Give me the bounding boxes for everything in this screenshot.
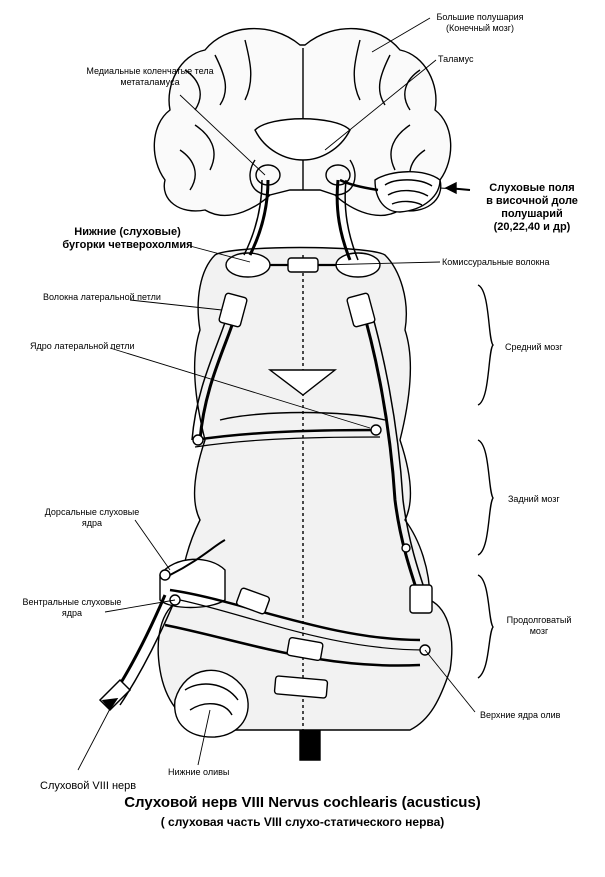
- label-inferior-colliculi: Нижние (слуховые) бугорки четверохолмия: [45, 226, 210, 252]
- label-nerve: Слуховой VIII нерв: [40, 780, 137, 792]
- label-hindbrain: Задний мозг: [508, 494, 560, 504]
- leader-lateral-lemniscus-fibers: [129, 299, 223, 311]
- label-dorsal-nuclei-line1: Дорсальные слуховые: [44, 507, 140, 517]
- leader-nerve: [77, 704, 113, 771]
- leader-hemispheres: [371, 17, 431, 53]
- bracket-midbrain: [477, 284, 494, 406]
- figure-subtitle: ( слуховая часть VIII слухо-статического…: [160, 815, 445, 829]
- label-inferior-colliculi-line1: Нижние (слуховые): [74, 226, 181, 238]
- label-dorsal-nuclei: Дорсальные слуховые ядра: [36, 507, 148, 529]
- label-lateral-lemniscus-nucleus: Ядро латеральной петли: [30, 341, 135, 351]
- leader-ventral-nuclei: [104, 599, 176, 613]
- bracket-medulla: [477, 574, 494, 679]
- label-ventral-nuclei-line1: Вентральные слуховые: [22, 597, 122, 607]
- label-medial-geniculate: Медиальные коленчатые тела метаталамуса: [60, 66, 240, 88]
- label-thalamus: Таламус: [438, 54, 474, 64]
- label-midbrain: Средний мозг: [505, 342, 563, 352]
- leader-superior-olive: [424, 649, 476, 713]
- leader-medial-geniculate: [179, 94, 266, 176]
- label-superior-olive: Верхние ядра олив: [480, 710, 561, 720]
- leader-inferior-colliculi: [189, 245, 251, 263]
- bracket-hindbrain: [477, 439, 494, 556]
- label-medial-geniculate-line1: Медиальные коленчатые тела: [86, 66, 214, 76]
- leader-commissural: [317, 261, 441, 266]
- label-dorsal-nuclei-line2: ядра: [81, 518, 103, 528]
- label-medulla: Продолговатый мозг: [494, 615, 584, 637]
- label-medulla-line2: мозг: [529, 626, 549, 636]
- leader-lateral-lemniscus-nucleus: [109, 347, 371, 429]
- label-hemispheres: Большие полушария (Конечный мозг): [405, 12, 555, 34]
- label-medial-geniculate-line2: метаталамуса: [120, 77, 180, 87]
- leader-thalamus: [324, 59, 437, 151]
- label-inferior-olives: Нижние оливы: [168, 767, 230, 777]
- label-auditory-fields: Слуховые поля в височной доле полушарий …: [462, 182, 602, 234]
- figure-title: Слуховой нерв VIII Nervus cochlearis (ac…: [124, 794, 481, 811]
- label-auditory-fields-line2: в височной доле: [486, 195, 578, 207]
- label-auditory-fields-line3: полушарий: [501, 208, 563, 220]
- label-hemispheres-line2: (Конечный мозг): [445, 23, 515, 33]
- label-inferior-colliculi-line2: бугорки четверохолмия: [62, 239, 193, 251]
- label-auditory-fields-line1: Слуховые поля: [489, 182, 575, 194]
- leader-dorsal-nuclei: [134, 519, 171, 571]
- label-ventral-nuclei: Вентральные слуховые ядра: [16, 597, 128, 619]
- label-ventral-nuclei-line2: ядра: [61, 608, 83, 618]
- label-auditory-fields-line4: (20,22,40 и др): [493, 221, 571, 233]
- leader-inferior-olives: [197, 709, 211, 766]
- label-lateral-lemniscus-fibers: Волокна латеральной петли: [43, 292, 161, 302]
- label-commissural-fibers: Комиссуральные волокна: [442, 257, 550, 267]
- label-hemispheres-line1: Большие полушария: [436, 12, 524, 22]
- label-medulla-line1: Продолговатый: [506, 615, 572, 625]
